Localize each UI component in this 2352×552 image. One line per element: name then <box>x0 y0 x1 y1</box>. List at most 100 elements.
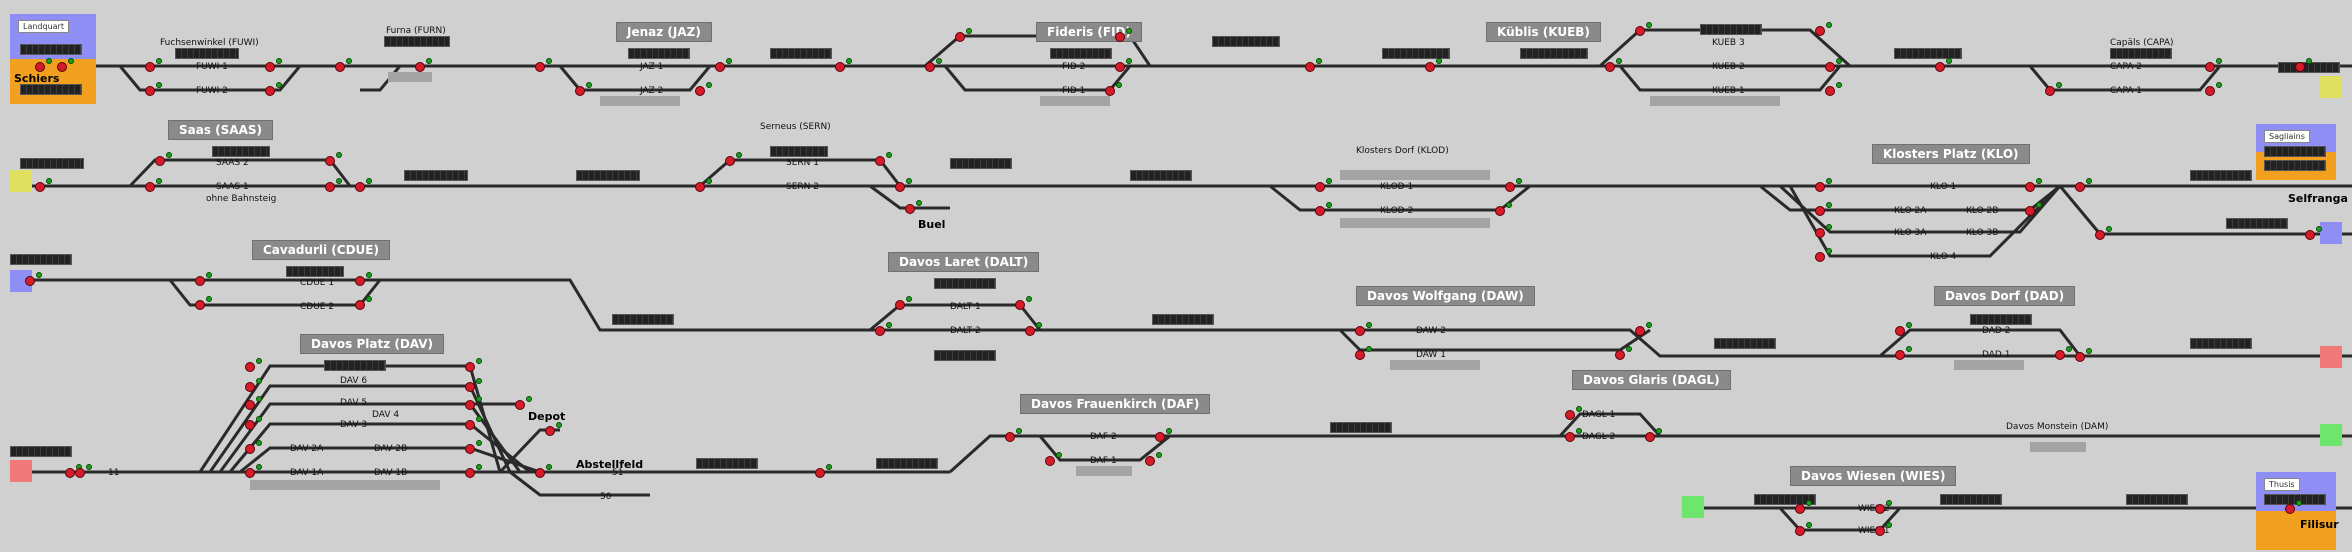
endpoint-yellow-left[interactable] <box>10 170 32 192</box>
signal-icon[interactable] <box>65 468 75 478</box>
signal-icon[interactable] <box>57 62 67 72</box>
signal-icon[interactable] <box>905 204 915 214</box>
signal-icon[interactable] <box>2075 182 2085 192</box>
signal-icon[interactable] <box>955 32 965 42</box>
signal-icon[interactable] <box>1005 432 1015 442</box>
endpoint-blue-left[interactable] <box>10 270 32 292</box>
signal-icon[interactable] <box>2095 230 2105 240</box>
signal-icon[interactable] <box>1115 62 1125 72</box>
signal-icon[interactable] <box>145 62 155 72</box>
signal-icon[interactable] <box>1495 206 1505 216</box>
signal-icon[interactable] <box>245 468 255 478</box>
signal-icon[interactable] <box>2025 182 2035 192</box>
signal-icon[interactable] <box>895 300 905 310</box>
signal-icon[interactable] <box>1815 252 1825 262</box>
signal-icon[interactable] <box>1795 526 1805 536</box>
signal-icon[interactable] <box>2045 86 2055 96</box>
signal-icon[interactable] <box>1635 26 1645 36</box>
signal-icon[interactable] <box>895 182 905 192</box>
signal-icon[interactable] <box>245 362 255 372</box>
signal-icon[interactable] <box>465 400 475 410</box>
signal-icon[interactable] <box>415 62 425 72</box>
signal-icon[interactable] <box>2295 62 2305 72</box>
signal-icon[interactable] <box>75 468 85 478</box>
signal-icon[interactable] <box>545 426 555 436</box>
signal-icon[interactable] <box>1815 26 1825 36</box>
signal-icon[interactable] <box>1795 504 1805 514</box>
signal-icon[interactable] <box>875 326 885 336</box>
signal-icon[interactable] <box>835 62 845 72</box>
signal-icon[interactable] <box>1875 504 1885 514</box>
signal-icon[interactable] <box>875 156 885 166</box>
endpoint-red-left[interactable] <box>10 460 32 482</box>
signal-icon[interactable] <box>2025 206 2035 216</box>
signal-icon[interactable] <box>1815 182 1825 192</box>
signal-icon[interactable] <box>535 62 545 72</box>
signal-icon[interactable] <box>325 156 335 166</box>
signal-icon[interactable] <box>35 182 45 192</box>
signal-icon[interactable] <box>1145 456 1155 466</box>
signal-icon[interactable] <box>1635 326 1645 336</box>
signal-icon[interactable] <box>355 276 365 286</box>
signal-icon[interactable] <box>1815 206 1825 216</box>
signal-icon[interactable] <box>925 62 935 72</box>
endpoint-selfranga[interactable]: Sagliains <box>2256 124 2336 180</box>
signal-icon[interactable] <box>1645 432 1655 442</box>
signal-icon[interactable] <box>145 182 155 192</box>
signal-icon[interactable] <box>245 382 255 392</box>
signal-icon[interactable] <box>515 400 525 410</box>
endpoint-green-left[interactable] <box>1682 496 1704 518</box>
signal-icon[interactable] <box>1895 326 1905 336</box>
signal-icon[interactable] <box>1355 326 1365 336</box>
signal-icon[interactable] <box>1105 86 1115 96</box>
endpoint-blue-right[interactable] <box>2320 222 2342 244</box>
signal-icon[interactable] <box>1025 326 1035 336</box>
signal-icon[interactable] <box>2285 504 2295 514</box>
signal-icon[interactable] <box>355 300 365 310</box>
signal-icon[interactable] <box>1115 32 1125 42</box>
signal-icon[interactable] <box>2055 350 2065 360</box>
endpoint-green-right[interactable] <box>2320 424 2342 446</box>
signal-icon[interactable] <box>155 156 165 166</box>
signal-icon[interactable] <box>1315 206 1325 216</box>
signal-icon[interactable] <box>1605 62 1615 72</box>
endpoint-schiers[interactable]: Landquart Schiers <box>10 14 96 104</box>
signal-icon[interactable] <box>1815 228 1825 238</box>
signal-icon[interactable] <box>1875 526 1885 536</box>
signal-icon[interactable] <box>1425 62 1435 72</box>
signal-icon[interactable] <box>1935 62 1945 72</box>
signal-icon[interactable] <box>1015 300 1025 310</box>
signal-icon[interactable] <box>1305 62 1315 72</box>
signal-icon[interactable] <box>1565 432 1575 442</box>
signal-icon[interactable] <box>245 444 255 454</box>
signal-icon[interactable] <box>575 86 585 96</box>
signal-icon[interactable] <box>1825 62 1835 72</box>
signal-icon[interactable] <box>1825 86 1835 96</box>
signal-icon[interactable] <box>535 468 545 478</box>
signal-icon[interactable] <box>335 62 345 72</box>
signal-icon[interactable] <box>1045 456 1055 466</box>
signal-icon[interactable] <box>325 182 335 192</box>
signal-icon[interactable] <box>725 156 735 166</box>
signal-icon[interactable] <box>1615 350 1625 360</box>
signal-icon[interactable] <box>465 362 475 372</box>
signal-icon[interactable] <box>1155 432 1165 442</box>
signal-icon[interactable] <box>465 444 475 454</box>
signal-icon[interactable] <box>465 420 475 430</box>
signal-icon[interactable] <box>245 420 255 430</box>
signal-icon[interactable] <box>245 400 255 410</box>
signal-icon[interactable] <box>695 86 705 96</box>
signal-icon[interactable] <box>145 86 155 96</box>
signal-icon[interactable] <box>2205 86 2215 96</box>
endpoint-filisur[interactable]: Thusis Filisur <box>2256 472 2339 550</box>
signal-icon[interactable] <box>195 300 205 310</box>
signal-icon[interactable] <box>265 86 275 96</box>
signal-icon[interactable] <box>715 62 725 72</box>
signal-icon[interactable] <box>1505 182 1515 192</box>
signal-icon[interactable] <box>1315 182 1325 192</box>
signal-icon[interactable] <box>265 62 275 72</box>
signal-icon[interactable] <box>1565 410 1575 420</box>
signal-icon[interactable] <box>465 468 475 478</box>
signal-icon[interactable] <box>2205 62 2215 72</box>
signal-icon[interactable] <box>1355 350 1365 360</box>
